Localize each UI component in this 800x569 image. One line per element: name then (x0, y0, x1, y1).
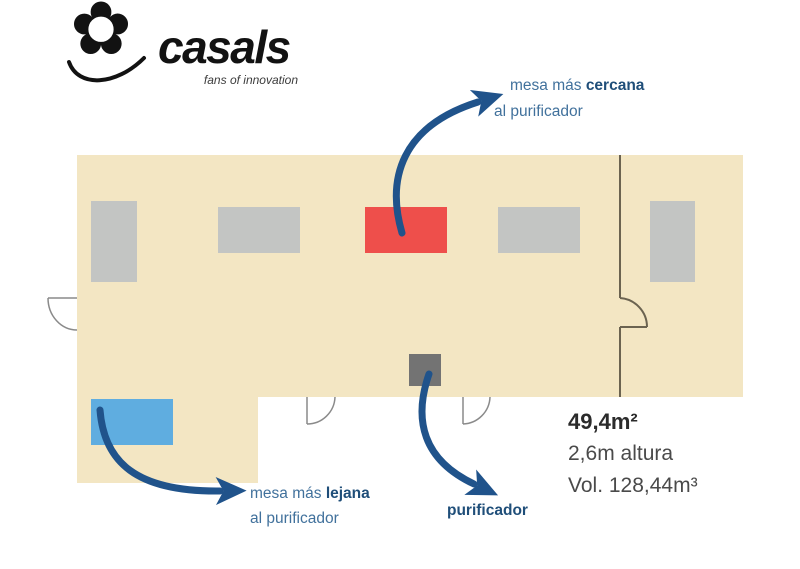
annotation-farthest: mesa más lejana al purificador (250, 481, 370, 531)
arrow-to-farthest-label (96, 406, 247, 506)
gray-desk-2 (218, 207, 300, 253)
room-stats: 49,4m² 2,6m altura Vol. 128,44m³ (568, 406, 698, 502)
arrow-to-nearest-label (392, 89, 504, 237)
interior-door-arc (619, 297, 649, 328)
logo-swoosh-icon (67, 56, 146, 83)
bottom-door-arc-2 (462, 396, 491, 425)
bottom-door-arc-1 (306, 396, 336, 425)
left-door-arc (47, 297, 78, 331)
nearest-desk (365, 207, 447, 253)
interior-wall (619, 155, 647, 397)
room-height: 2,6m altura (568, 442, 674, 465)
annotation-nearest-keyword: cercana (585, 77, 645, 94)
annotation-farthest-prefix: mesa más (250, 485, 326, 502)
annotation-nearest-prefix: mesa más (510, 77, 586, 94)
room-area: 49,4m² (568, 409, 638, 434)
annotation-farthest-line2: al purificador (250, 510, 339, 527)
gray-desk-4 (650, 201, 695, 282)
annotation-farthest-keyword: lejana (325, 485, 370, 502)
brand-name: casals (158, 21, 291, 73)
annotation-nearest-line2: al purificador (494, 103, 583, 120)
brand-tagline: fans of innovation (203, 73, 298, 87)
casals-logo: ✿ casals fans of innovation (0, 0, 320, 110)
room-volume: Vol. 128,44m³ (568, 474, 698, 497)
gray-desk-3 (498, 207, 580, 253)
gray-desk-1 (91, 201, 137, 282)
purifier-label: purificador (447, 502, 528, 519)
fan-flower-icon: ✿ (70, 0, 133, 70)
arrow-to-purifier-label (418, 370, 499, 496)
annotation-nearest: mesa más cercana al purificador (494, 73, 644, 125)
